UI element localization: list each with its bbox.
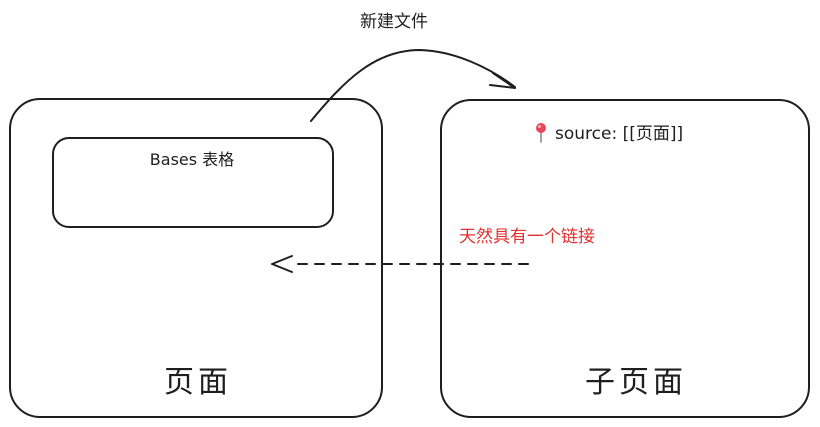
bases-table-box bbox=[52, 137, 334, 228]
link-note: 天然具有一个链接 bbox=[459, 227, 595, 247]
new-file-label: 新建文件 bbox=[360, 12, 428, 32]
pushpin-icon bbox=[536, 123, 546, 143]
subpage-box bbox=[440, 99, 810, 418]
page-box bbox=[9, 98, 383, 418]
new-file-arrow bbox=[310, 49, 516, 122]
page-title: 页面 bbox=[164, 365, 232, 400]
source-property: source: [[页面]] bbox=[555, 124, 683, 144]
bases-table-label: Bases 表格 bbox=[150, 150, 234, 169]
backlink-arrow bbox=[271, 255, 529, 273]
subpage-title: 子页面 bbox=[585, 365, 687, 400]
